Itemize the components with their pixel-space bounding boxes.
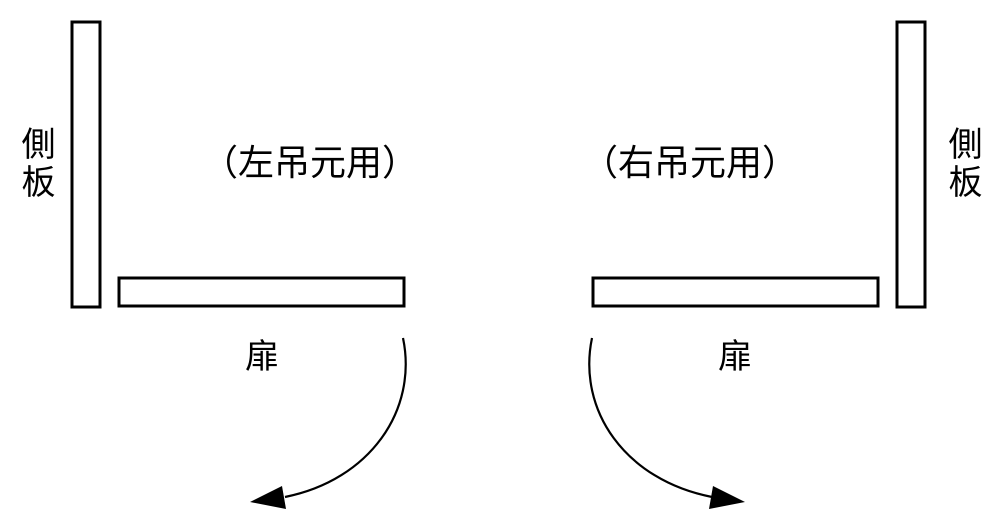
right-swing-arrowhead bbox=[709, 486, 745, 509]
right-caption: （右吊元用） bbox=[582, 143, 799, 184]
right-swing-arc bbox=[588, 337, 713, 499]
left-side-panel bbox=[70, 20, 102, 309]
right-side-panel-label: 側板 bbox=[942, 126, 982, 202]
left-side-panel-label: 側板 bbox=[15, 126, 55, 202]
left-swing-arrowhead bbox=[250, 486, 286, 509]
right-door-panel bbox=[591, 276, 880, 308]
left-door-panel bbox=[117, 276, 406, 308]
right-side-panel bbox=[895, 20, 927, 309]
left-door-label: 扉 bbox=[245, 337, 279, 377]
left-swing-arc bbox=[284, 337, 407, 499]
left-caption: （左吊元用） bbox=[202, 143, 419, 184]
right-door-label: 扉 bbox=[718, 337, 752, 377]
